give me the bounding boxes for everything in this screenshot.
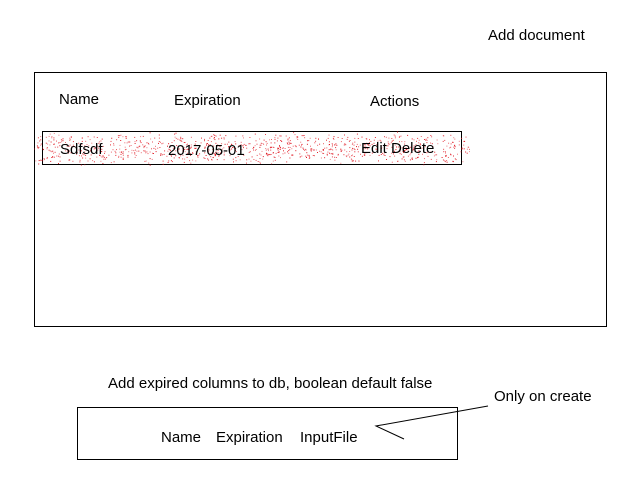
create-note: Only on create — [494, 388, 592, 405]
column-header-name: Name — [59, 91, 100, 108]
row-name-cell: Sdfsdf — [60, 141, 103, 158]
add-document-link[interactable]: Add document — [488, 27, 585, 44]
row-expiration-cell: 2017-05-01 — [168, 142, 245, 159]
column-header-expiration: Expiration — [174, 92, 241, 109]
documents-table — [34, 72, 607, 327]
edit-button[interactable]: Edit — [361, 140, 387, 157]
form-field-inputfile[interactable]: InputFile — [300, 429, 358, 446]
column-header-actions: Actions — [370, 93, 420, 110]
delete-button[interactable]: Delete — [391, 140, 435, 157]
form-field-name[interactable]: Name — [161, 429, 202, 446]
form-field-expiration[interactable]: Expiration — [216, 429, 283, 446]
db-note: Add expired columns to db, boolean defau… — [108, 375, 433, 392]
